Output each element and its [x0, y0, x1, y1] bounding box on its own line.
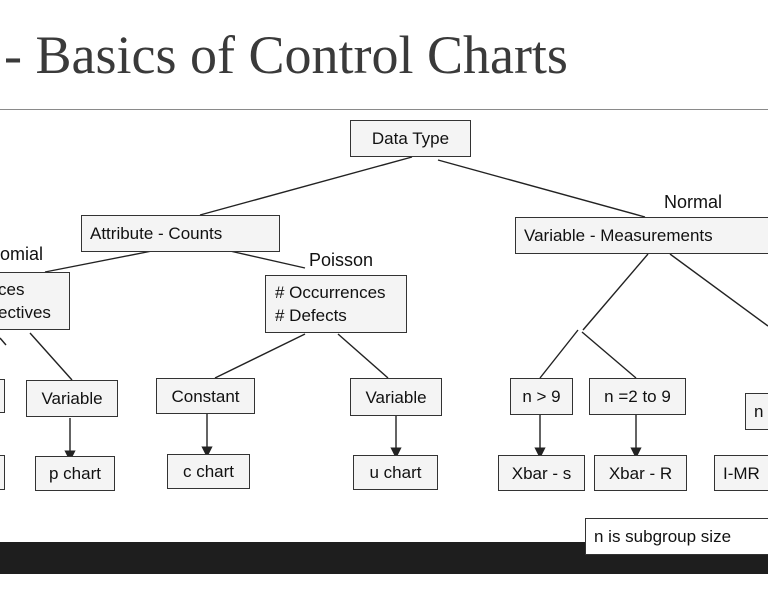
i-mr-box: I-MR	[714, 455, 768, 491]
link-root-attribute	[199, 156, 413, 216]
poisson-line-2: # Defects	[275, 306, 347, 325]
link-left-stub	[0, 337, 7, 346]
link-root-variable	[437, 159, 646, 218]
poisson-line-1: # Occurrences	[275, 283, 386, 302]
title-divider	[0, 109, 768, 110]
p-chart-box: p chart	[35, 456, 115, 491]
xbar-r-box: Xbar - R	[594, 455, 687, 491]
link-attribute-poisson	[229, 250, 306, 269]
variable-measurements-box: Variable - Measurements	[515, 217, 768, 254]
link-binomial-variable	[29, 332, 73, 381]
slide-title: - Basics of Control Charts	[4, 25, 568, 85]
c-chart-box: c chart	[167, 454, 250, 489]
subgroup-size-note: n is subgroup size	[585, 518, 768, 555]
binomial-box: ces ectives	[0, 272, 70, 330]
left-edge-box-top	[0, 379, 5, 413]
normal-label: Normal	[664, 192, 723, 212]
poisson-box: # Occurrences # Defects	[265, 275, 407, 333]
link-poisson-variable	[337, 333, 389, 379]
u-chart-box: u chart	[353, 455, 438, 490]
poisson-variable-box: Variable	[350, 378, 442, 416]
link-attribute-binomial	[44, 250, 153, 273]
left-edge-box-bottom	[0, 455, 5, 490]
link-split-n2to9	[581, 331, 637, 379]
xbar-s-box: Xbar - s	[498, 455, 585, 491]
binomial-line-1: ces	[0, 280, 25, 299]
n-2-to-9-box: n =2 to 9	[589, 378, 686, 415]
link-split-ngt9	[539, 329, 579, 379]
attribute-counts-box: Attribute - Counts	[81, 215, 280, 252]
link-poisson-constant	[214, 333, 306, 379]
n-greater-9-box: n > 9	[510, 378, 573, 415]
binomial-variable-box: Variable	[26, 380, 118, 417]
binomial-line-2: ectives	[0, 303, 51, 322]
data-type-box: Data Type	[350, 120, 471, 157]
binomial-label: omial	[0, 244, 44, 264]
poisson-constant-box: Constant	[156, 378, 255, 414]
poisson-label: Poisson	[309, 250, 374, 270]
n-partial-box: n	[745, 393, 768, 430]
link-variable-right	[669, 253, 768, 327]
link-variable-split	[582, 253, 649, 331]
